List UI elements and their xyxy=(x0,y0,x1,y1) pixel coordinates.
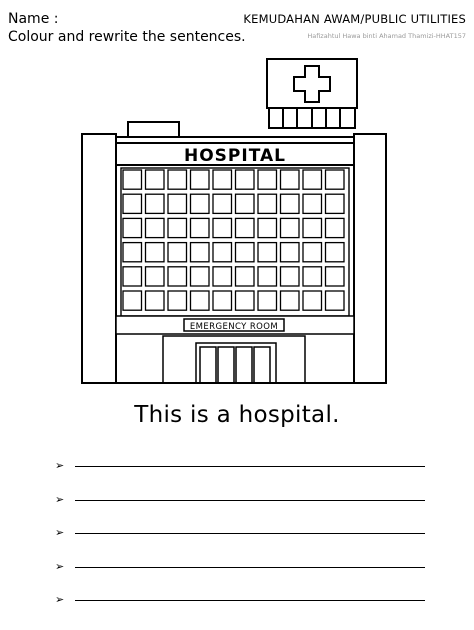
roof-box xyxy=(127,121,180,139)
model-sentence: This is a hospital. xyxy=(134,402,340,428)
window xyxy=(257,169,278,190)
entrance xyxy=(162,335,306,384)
window xyxy=(257,241,278,263)
hospital-sign-text: HOSPITAL xyxy=(184,146,286,166)
window xyxy=(234,266,255,287)
window xyxy=(302,266,323,287)
window xyxy=(122,266,143,287)
window xyxy=(144,169,165,190)
window xyxy=(144,290,165,311)
window xyxy=(167,193,188,215)
window xyxy=(144,266,165,287)
window xyxy=(302,290,323,311)
window xyxy=(167,217,188,239)
writing-line[interactable]: ➢ xyxy=(55,523,425,557)
header-left: Name : Colour and rewrite the sentences. xyxy=(8,10,246,46)
window xyxy=(324,266,345,287)
window xyxy=(144,193,165,215)
author-credit: Hafizahtul Hawa binti Ahamad Thamizi-HHA… xyxy=(307,32,466,40)
window xyxy=(279,241,300,263)
window xyxy=(257,266,278,287)
topic-title: KEMUDAHAN AWAM/PUBLIC UTILITIES xyxy=(243,12,466,26)
hospital-cross-icon xyxy=(293,65,331,103)
writing-lines: ➢ ➢ ➢ ➢ ➢ xyxy=(55,456,425,624)
window xyxy=(167,290,188,311)
window xyxy=(324,241,345,263)
window xyxy=(122,290,143,311)
window xyxy=(122,169,143,190)
window xyxy=(257,193,278,215)
rule-line xyxy=(75,533,425,534)
writing-line[interactable]: ➢ xyxy=(55,590,425,624)
hospital-illustration: HOSPITAL EMERGENCY ROOM xyxy=(81,58,387,384)
window xyxy=(212,266,233,287)
window xyxy=(212,193,233,215)
window xyxy=(234,169,255,190)
arrow-bullet-icon: ➢ xyxy=(55,559,65,573)
arrow-bullet-icon: ➢ xyxy=(55,459,65,472)
emergency-room-text: EMERGENCY ROOM xyxy=(190,322,278,332)
window xyxy=(212,169,233,190)
rule-line xyxy=(75,600,425,601)
window xyxy=(144,241,165,263)
window xyxy=(212,290,233,311)
window xyxy=(189,193,210,215)
window xyxy=(324,290,345,311)
header-right: KEMUDAHAN AWAM/PUBLIC UTILITIES Hafizaht… xyxy=(243,12,466,40)
window xyxy=(122,217,143,239)
rule-line xyxy=(75,466,425,467)
writing-line[interactable]: ➢ xyxy=(55,557,425,591)
window xyxy=(324,193,345,215)
window xyxy=(189,241,210,263)
window xyxy=(234,193,255,215)
window xyxy=(302,169,323,190)
arrow-bullet-icon: ➢ xyxy=(55,593,65,606)
window xyxy=(189,169,210,190)
rule-line xyxy=(75,566,425,568)
window xyxy=(212,241,233,263)
window xyxy=(302,217,323,239)
right-tower xyxy=(353,133,387,384)
window xyxy=(279,290,300,311)
window xyxy=(167,266,188,287)
window xyxy=(144,217,165,239)
left-tower xyxy=(81,133,117,384)
window xyxy=(279,217,300,239)
window xyxy=(324,169,345,190)
window xyxy=(167,241,188,263)
arrow-bullet-icon: ➢ xyxy=(55,492,65,506)
writing-line[interactable]: ➢ xyxy=(55,456,425,490)
window xyxy=(189,266,210,287)
window xyxy=(279,169,300,190)
instruction-text: Colour and rewrite the sentences. xyxy=(8,29,246,45)
name-label: Name : xyxy=(8,11,59,27)
window xyxy=(302,241,323,263)
emergency-room-sign xyxy=(183,318,285,332)
window xyxy=(189,290,210,311)
window xyxy=(234,217,255,239)
window xyxy=(302,193,323,215)
window xyxy=(122,193,143,215)
window xyxy=(279,266,300,287)
window xyxy=(324,217,345,239)
window xyxy=(257,290,278,311)
window xyxy=(257,217,278,239)
window xyxy=(234,241,255,263)
window xyxy=(234,290,255,311)
window xyxy=(122,241,143,263)
window xyxy=(189,217,210,239)
window xyxy=(167,169,188,190)
window xyxy=(279,193,300,215)
window xyxy=(212,217,233,239)
rule-line xyxy=(75,499,425,501)
writing-line[interactable]: ➢ xyxy=(55,490,425,524)
arrow-bullet-icon: ➢ xyxy=(55,526,65,539)
